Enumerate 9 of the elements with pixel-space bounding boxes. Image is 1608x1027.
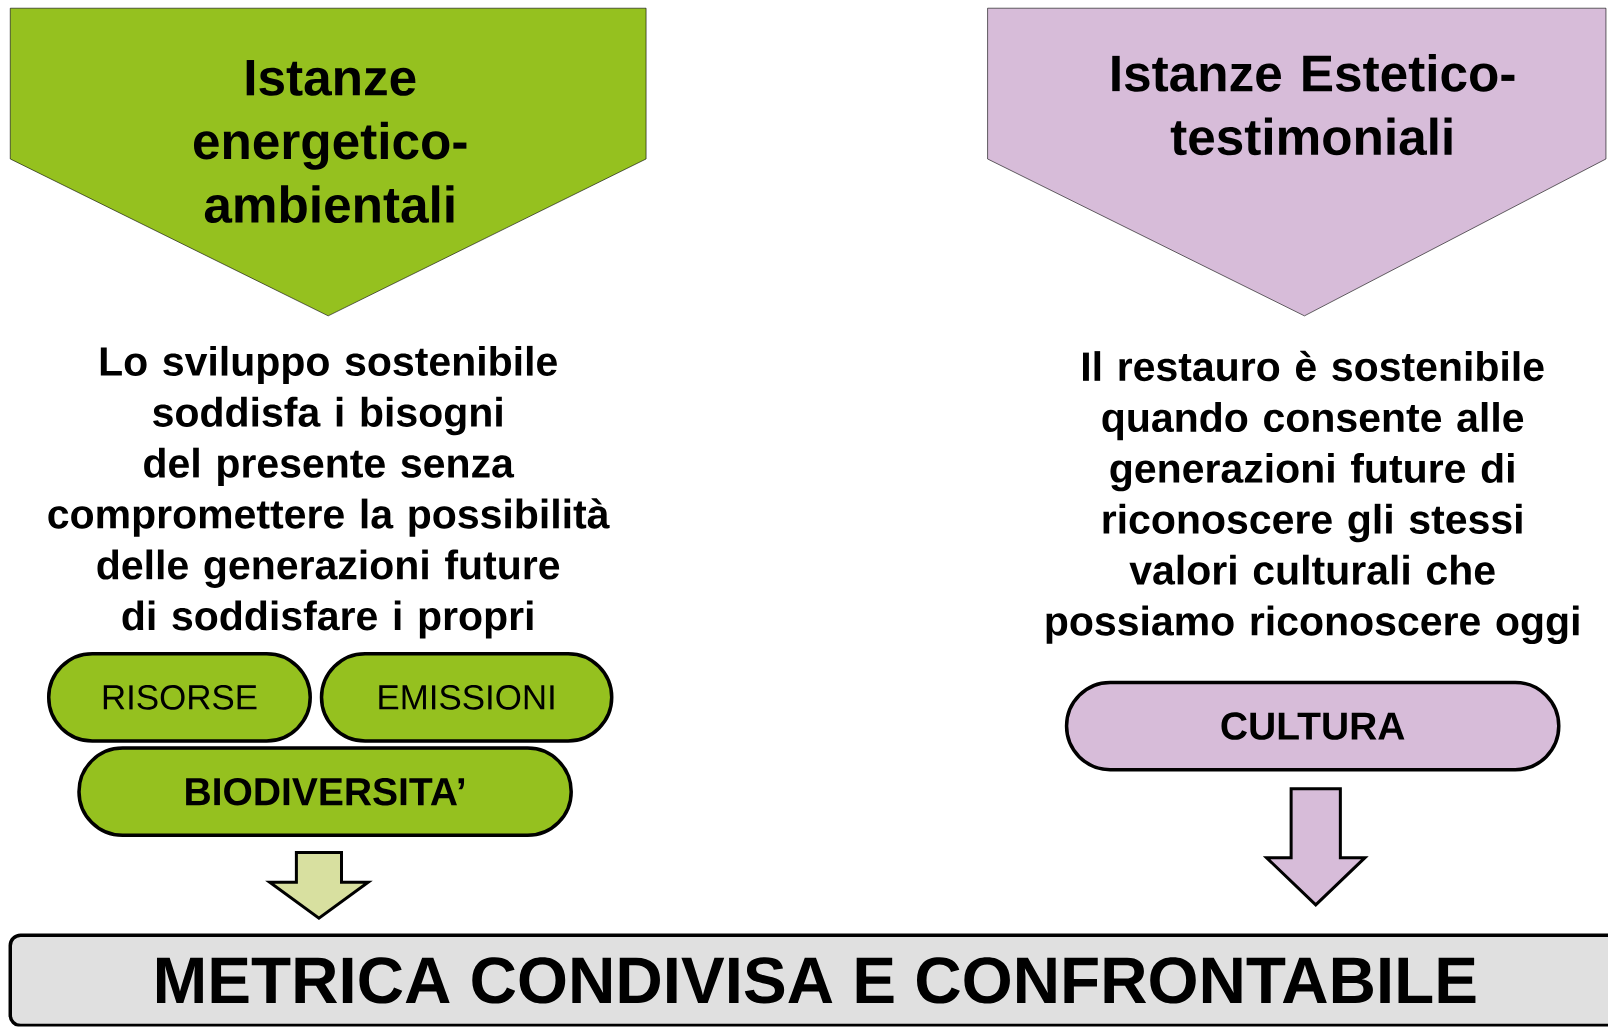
pill-box: EMISSIONI <box>319 652 614 743</box>
paragraph: Lo sviluppo sostenibile soddisfa i bisogni del presente senza compromettere la possibilità delle generazioni future di soddisfare i propri <box>48 346 610 639</box>
paragraph: Il restauro è sostenibile quando consente alle generazioni future di riconoscere gli stessi valori culturali che possiamo riconoscere oggi <box>1046 351 1579 645</box>
pill-box: RISORSE <box>46 652 312 743</box>
block-arrow <box>265 851 373 921</box>
block-arrow <box>1262 787 1369 908</box>
banner-box: METRICA CONDIVISA E CONFRONTABILE <box>8 933 1608 1027</box>
pill-box: CULTURA <box>1064 680 1561 772</box>
pill-box: BIODIVERSITA’ <box>77 746 573 838</box>
